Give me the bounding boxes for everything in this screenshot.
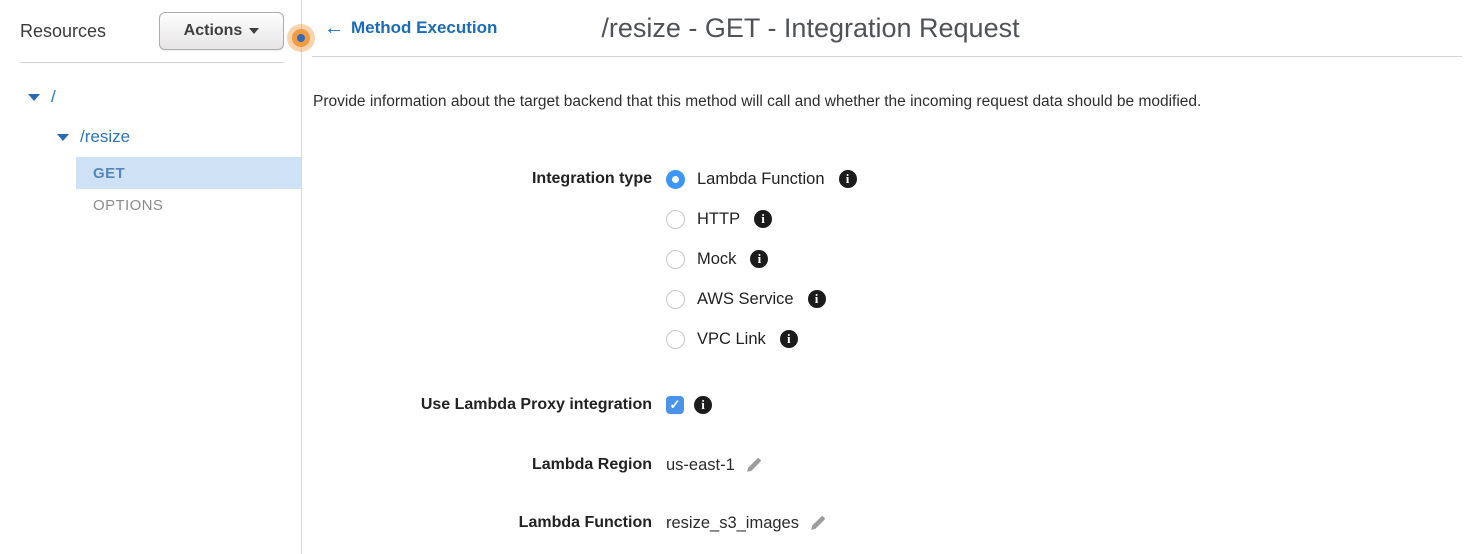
lambda-region-row: Lambda Region us-east-1 <box>302 453 1470 477</box>
proxy-integration-checkbox[interactable]: ✓ <box>666 396 684 414</box>
radio-label-aws-service[interactable]: AWS Service <box>697 289 794 308</box>
integration-type-row: HTTP i <box>302 199 1470 239</box>
tree-item-root-label[interactable]: / <box>51 87 56 106</box>
page-title: /resize - GET - Integration Request <box>601 12 1020 43</box>
tree-item-method-get[interactable]: GET <box>76 157 301 189</box>
panel-description: Provide information about the target bac… <box>313 93 1202 110</box>
caret-down-icon <box>249 28 260 34</box>
info-icon[interactable]: i <box>779 330 798 348</box>
radio-label-lambda-function[interactable]: Lambda Function <box>697 169 825 188</box>
sidebar-header: Resources Actions <box>0 0 301 52</box>
radio-mock[interactable] <box>666 249 685 269</box>
lambda-function-row: Lambda Function resize_s3_images <box>302 511 1470 535</box>
edit-pencil-icon[interactable] <box>809 515 826 532</box>
radio-option-http: HTTP i <box>666 209 773 229</box>
integration-type-row: Mock i <box>302 239 1470 279</box>
edit-pencil-icon[interactable] <box>745 457 762 474</box>
lambda-function-value: resize_s3_images <box>666 513 799 532</box>
header-divider <box>312 56 1462 57</box>
tree-item-method-options[interactable]: OPTIONS <box>93 196 164 214</box>
radio-label-http[interactable]: HTTP <box>697 209 741 228</box>
info-icon[interactable]: i <box>838 170 857 188</box>
radio-label-mock[interactable]: Mock <box>697 249 737 268</box>
integration-type-row: VPC Link i <box>302 319 1470 359</box>
info-icon[interactable]: i <box>694 396 712 414</box>
integration-type-label: Integration type <box>531 170 652 187</box>
radio-option-lambda-function: Lambda Function i <box>666 169 857 189</box>
tree-item-resize[interactable]: /resize <box>0 117 301 157</box>
integration-type-row: AWS Service i <box>302 279 1470 319</box>
back-arrow-icon: ← <box>324 17 344 39</box>
radio-http[interactable] <box>666 209 685 229</box>
tree-item-root[interactable]: / <box>0 77 301 117</box>
proxy-integration-row: Use Lambda Proxy integration ✓ i <box>302 391 1470 419</box>
radio-aws-service[interactable] <box>666 289 685 309</box>
info-icon[interactable]: i <box>754 210 773 228</box>
resources-sidebar: Resources Actions / /resize GET OPTIONS <box>0 0 302 554</box>
lambda-region-label: Lambda Region <box>531 456 652 473</box>
radio-vpc-link[interactable] <box>666 329 685 349</box>
main-header: ← Method Execution /resize - GET - Integ… <box>302 0 1470 56</box>
radio-label-vpc-link[interactable]: VPC Link <box>697 329 766 348</box>
info-icon[interactable]: i <box>807 290 826 308</box>
radio-option-mock: Mock i <box>666 249 769 269</box>
tree-expand-icon[interactable] <box>28 93 40 101</box>
proxy-integration-label: Use Lambda Proxy integration <box>420 396 652 413</box>
tree-expand-icon[interactable] <box>57 133 69 141</box>
sidebar-divider <box>20 62 284 63</box>
radio-option-vpc-link: VPC Link i <box>666 329 798 349</box>
actions-button-label: Actions <box>183 22 243 39</box>
lambda-function-label: Lambda Function <box>518 514 652 531</box>
info-icon[interactable]: i <box>750 250 769 268</box>
sidebar-title: Resources <box>20 20 107 41</box>
tree-item-resize-label[interactable]: /resize <box>80 127 131 146</box>
radio-option-aws-service: AWS Service i <box>666 289 826 309</box>
integration-form: Integration type Lambda Function i HTTP … <box>302 159 1470 535</box>
integration-type-row: Integration type Lambda Function i <box>302 159 1470 199</box>
actions-button[interactable]: Actions <box>159 12 284 50</box>
back-link-label: Method Execution <box>351 18 498 37</box>
radio-lambda-function[interactable] <box>666 169 685 189</box>
resource-tree: / /resize GET OPTIONS <box>0 63 301 221</box>
lambda-region-value: us-east-1 <box>666 455 735 474</box>
integration-request-panel: ← Method Execution /resize - GET - Integ… <box>302 0 1470 554</box>
method-execution-back-link[interactable]: ← Method Execution <box>324 18 497 38</box>
